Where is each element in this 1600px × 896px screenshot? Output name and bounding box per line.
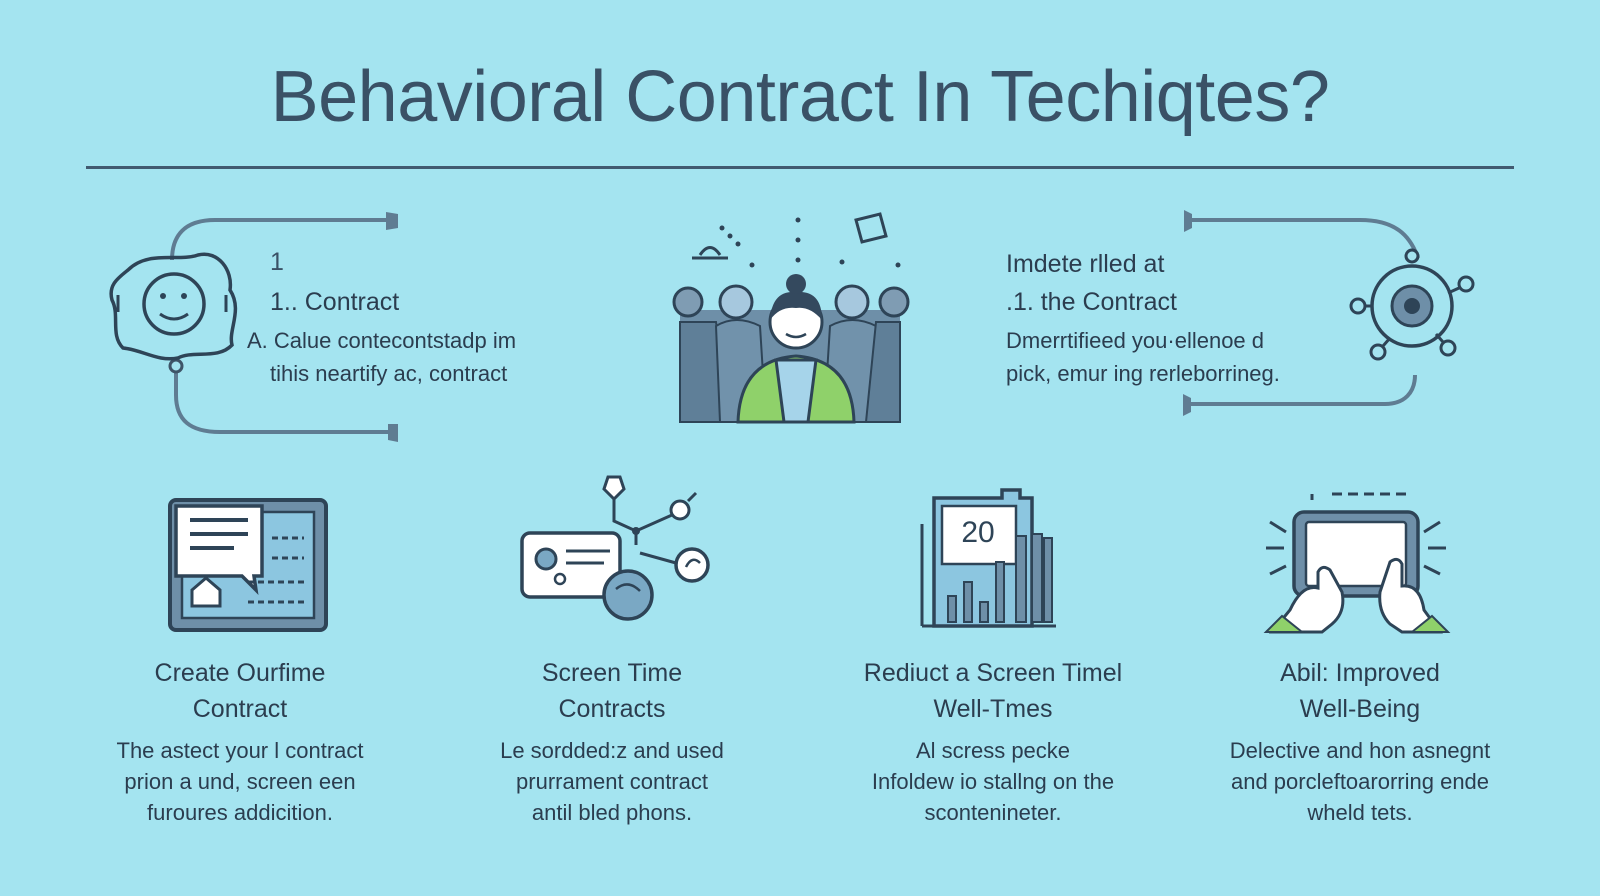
card-desc-2b: prurrament contract	[516, 769, 708, 794]
top-left-desc-1: A. Calue contecontstadp im	[247, 328, 517, 353]
card-reduce-screen-time: Rediuct a Screen Timel Well-Tmes Al scre…	[808, 655, 1178, 828]
top-left-heading: 1.. Contract	[270, 288, 400, 316]
top-left-desc-2: tihis neartify ac, contract	[270, 361, 508, 386]
face-badge-icon	[109, 252, 238, 361]
gear-network-icon	[1349, 248, 1475, 361]
card-title-1a: Create Ourfime	[154, 659, 326, 687]
card-desc-1c: furoures addicition.	[147, 800, 333, 825]
card-improved-well-being: Abil: Improved Well-Being Delective and …	[1190, 655, 1530, 828]
calendar-chart-icon: 20	[920, 488, 1056, 628]
card-desc-3c: scontenineter.	[924, 800, 1062, 825]
top-right-desc-1: Dmerrtifieed you·ellenoe d	[1006, 328, 1265, 353]
card-desc-1a: The astect your l contract	[116, 738, 364, 763]
card-desc-2a: Le sordded:z and used	[500, 738, 724, 763]
card-title-4b: Well-Being	[1299, 695, 1421, 723]
card-network-icon	[520, 475, 710, 621]
calendar-number: 20	[961, 516, 994, 549]
card-title-4a: Abil: Improved	[1280, 659, 1440, 687]
hands-tablet-icon	[1263, 492, 1451, 634]
top-left-number: 1	[270, 248, 284, 276]
title-divider	[86, 166, 1514, 169]
card-desc-4c: wheld tets.	[1307, 800, 1413, 825]
card-desc-2c: antil bled phons.	[531, 800, 693, 825]
card-desc-3b: Infoldew io stallng on the	[871, 769, 1115, 794]
card-title-3b: Well-Tmes	[933, 695, 1053, 723]
top-right-heading: .1. the Contract	[1006, 288, 1177, 316]
card-title-2a: Screen Time	[541, 659, 683, 687]
card-title-1b: Contract	[192, 695, 288, 723]
team-group-icon	[672, 212, 910, 424]
top-right-desc-2: pick, emur ing rerleborrineg.	[1006, 361, 1280, 386]
card-desc-4b: and porcleftoarorring ende	[1230, 769, 1490, 794]
card-desc-1b: prion a und, screen een	[124, 769, 356, 794]
document-chat-icon	[168, 498, 328, 632]
page-title: Behavioral Contract In Techiqtes?	[270, 57, 1330, 137]
card-create-contract: Create Ourfime Contract The astect your …	[70, 655, 410, 828]
top-right-line1: Imdete rlled at	[1006, 250, 1165, 278]
card-desc-4a: Delective and hon asnegnt	[1229, 738, 1491, 763]
card-desc-3a: Al scress pecke	[915, 738, 1071, 763]
card-screen-time-contracts: Screen Time Contracts Le sordded:z and u…	[442, 655, 782, 828]
card-title-2b: Contracts	[558, 695, 666, 723]
card-title-3a: Rediuct a Screen Timel	[863, 659, 1123, 687]
